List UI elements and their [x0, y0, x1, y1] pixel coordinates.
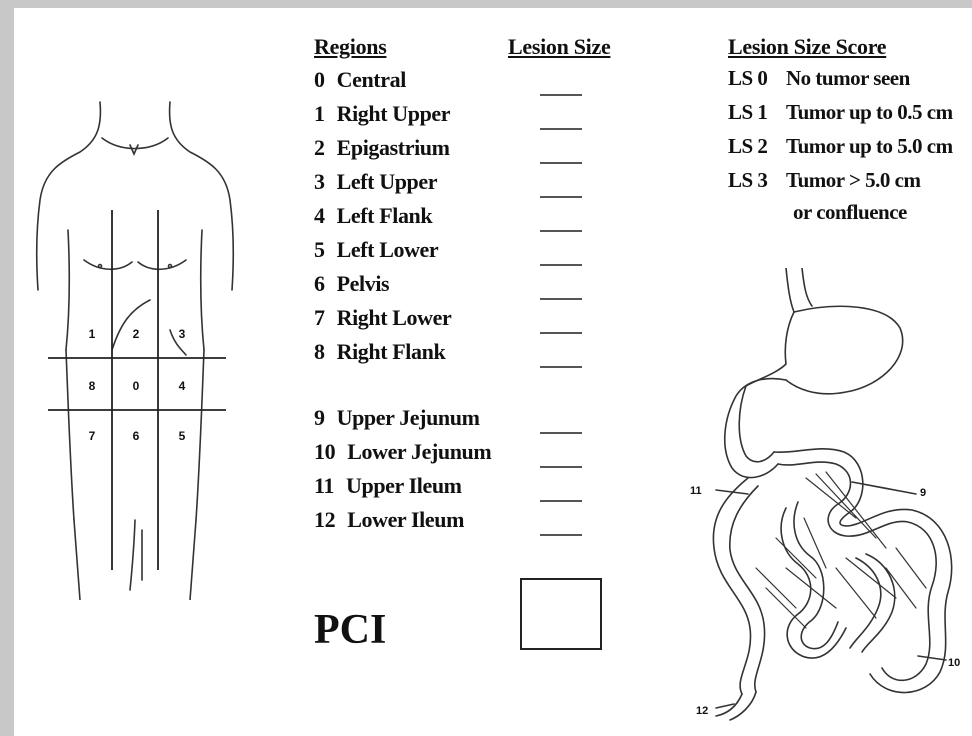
- region-name: Lower Jejunum: [347, 438, 491, 466]
- lesion-size-blank-3[interactable]: [540, 196, 582, 198]
- score-description: Tumor up to 0.5 cm: [786, 98, 953, 126]
- intestine-label-12: 12: [696, 705, 708, 717]
- region-number: 11: [314, 472, 334, 500]
- lesion-size-blank-8[interactable]: [540, 366, 582, 368]
- region-name: Lower Ileum: [347, 506, 464, 534]
- torso-label-7: 7: [89, 429, 96, 443]
- torso-label-6: 6: [133, 429, 140, 443]
- region-row-2: 2 Epigastrium: [314, 134, 450, 162]
- lesion-size-blank-10[interactable]: [540, 466, 582, 468]
- intestine-label-9: 9: [920, 487, 926, 499]
- region-number: 12: [314, 506, 335, 534]
- lesion-size-blank-5[interactable]: [540, 264, 582, 266]
- region-row-8: 8 Right Flank: [314, 338, 445, 366]
- region-row-10: 10 Lower Jejunum: [314, 438, 491, 466]
- torso-label-0: 0: [133, 379, 140, 393]
- torso-label-5: 5: [179, 429, 186, 443]
- score-description: No tumor seen: [786, 64, 910, 92]
- region-name: Upper Jejunum: [337, 404, 480, 432]
- pci-label: PCI: [314, 606, 386, 654]
- lesion-size-blank-11[interactable]: [540, 500, 582, 502]
- region-name: Right Lower: [337, 304, 452, 332]
- region-number: 6: [314, 270, 325, 298]
- torso-label-3: 3: [179, 327, 186, 341]
- region-name: Right Flank: [337, 338, 446, 366]
- intestine-label-11: 11: [690, 485, 702, 497]
- score-code: LS 0: [728, 64, 786, 92]
- pci-input-box[interactable]: [520, 578, 602, 650]
- score-code: LS 2: [728, 132, 786, 160]
- region-number: 3: [314, 168, 325, 196]
- lesion-size-blank-7[interactable]: [540, 332, 582, 334]
- region-row-3: 3 Left Upper: [314, 168, 437, 196]
- region-row-12: 12 Lower Ileum: [314, 506, 464, 534]
- region-row-11: 11 Upper Ileum: [314, 472, 462, 500]
- region-number: 7: [314, 304, 325, 332]
- region-name: Left Lower: [337, 236, 439, 264]
- lesion-size-blank-9[interactable]: [540, 432, 582, 434]
- score-description: Tumor up to 5.0 cm: [786, 132, 953, 160]
- region-row-0: 0 Central: [314, 66, 406, 94]
- region-row-6: 6 Pelvis: [314, 270, 389, 298]
- region-name: Left Upper: [337, 168, 437, 196]
- score-code: LS 3: [728, 166, 786, 194]
- region-number: 8: [314, 338, 325, 366]
- region-name: Pelvis: [337, 270, 390, 298]
- region-row-1: 1 Right Upper: [314, 100, 450, 128]
- region-name: Central: [337, 66, 406, 94]
- region-number: 4: [314, 202, 325, 230]
- region-number: 1: [314, 100, 325, 128]
- lesion-size-header: Lesion Size: [508, 34, 610, 60]
- intestine-label-10: 10: [948, 657, 960, 669]
- lesion-size-score-header: Lesion Size Score: [728, 34, 886, 60]
- region-number: 0: [314, 66, 325, 94]
- lesion-size-blank-12[interactable]: [540, 534, 582, 536]
- score-code: LS 1: [728, 98, 786, 126]
- region-name: Right Upper: [337, 100, 451, 128]
- lesion-size-blank-0[interactable]: [540, 94, 582, 96]
- torso-label-1: 1: [89, 327, 96, 341]
- score-continuation: or confluence: [793, 200, 907, 225]
- lesion-size-blank-6[interactable]: [540, 298, 582, 300]
- region-row-7: 7 Right Lower: [314, 304, 451, 332]
- region-row-9: 9 Upper Jejunum: [314, 404, 480, 432]
- torso-label-2: 2: [133, 327, 140, 341]
- region-number: 9: [314, 404, 325, 432]
- region-name: Left Flank: [337, 202, 433, 230]
- torso-label-4: 4: [179, 379, 186, 393]
- region-name: Upper Ileum: [346, 472, 462, 500]
- region-name: Epigastrium: [337, 134, 450, 162]
- torso-label-8: 8: [89, 379, 96, 393]
- lesion-size-blank-2[interactable]: [540, 162, 582, 164]
- intestine-diagram: 11 9 10 12: [686, 268, 966, 723]
- regions-header: Regions: [314, 34, 386, 60]
- lesion-size-blank-1[interactable]: [540, 128, 582, 130]
- torso-diagram: 1 2 3 8 0 4 7 6 5: [30, 100, 240, 600]
- score-description: Tumor > 5.0 cm: [786, 166, 920, 194]
- region-number: 2: [314, 134, 325, 162]
- lesion-size-blank-4[interactable]: [540, 230, 582, 232]
- region-number: 5: [314, 236, 325, 264]
- region-row-5: 5 Left Lower: [314, 236, 438, 264]
- region-row-4: 4 Left Flank: [314, 202, 432, 230]
- region-number: 10: [314, 438, 335, 466]
